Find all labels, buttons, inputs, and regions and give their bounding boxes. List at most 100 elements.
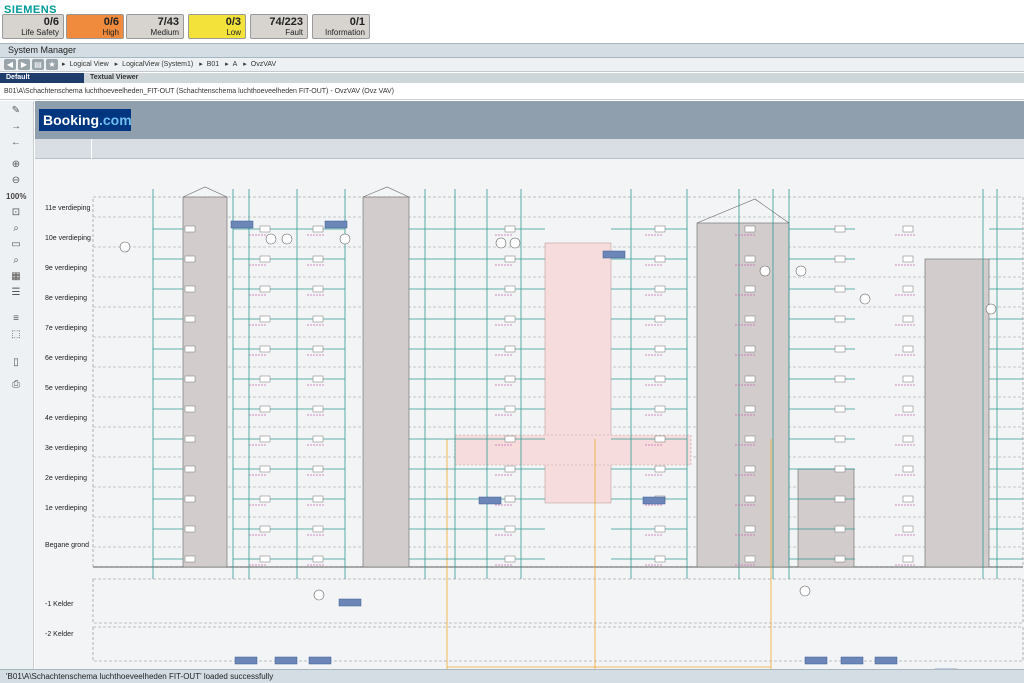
- tab-textual-viewer[interactable]: Textual Viewer: [90, 74, 139, 81]
- forward-icon[interactable]: ▶: [18, 59, 30, 70]
- fan-icon: [495, 237, 507, 249]
- tab-default[interactable]: Default: [0, 73, 84, 83]
- floor-label: 10e verdieping: [45, 235, 91, 242]
- lines-icon[interactable]: ≡: [13, 313, 19, 324]
- vav-tag: [804, 656, 828, 665]
- vav-box: [902, 405, 914, 413]
- breadcrumb-item[interactable]: B01: [206, 61, 220, 68]
- vav-box: [902, 555, 914, 563]
- vav-box: [259, 375, 271, 383]
- vav-box: [184, 555, 196, 563]
- vav-box: [902, 345, 914, 353]
- graphics-canvas[interactable]: Booking.com 11e verdieping 10e verdiepin…: [35, 101, 1024, 669]
- ventilation-schematic[interactable]: [35, 159, 1024, 669]
- vav-box: [312, 255, 324, 263]
- history-icon[interactable]: ▤: [32, 59, 44, 70]
- back-icon[interactable]: ◀: [4, 59, 16, 70]
- vav-box: [259, 525, 271, 533]
- atrium-block: [454, 434, 692, 466]
- breadcrumb-item[interactable]: OvzVAV: [250, 61, 277, 68]
- vav-box: [654, 375, 666, 383]
- vav-box: [259, 255, 271, 263]
- vav-box: [184, 345, 196, 353]
- vav-box: [834, 435, 846, 443]
- layers-icon[interactable]: ▦: [11, 271, 21, 282]
- vav-box: [312, 525, 324, 533]
- vav-box: [259, 315, 271, 323]
- vav-box: [744, 285, 756, 293]
- vav-box: [259, 405, 271, 413]
- vav-box: [184, 465, 196, 473]
- page-icon[interactable]: ▯: [13, 357, 19, 368]
- vav-box: [744, 495, 756, 503]
- zoom-in-icon[interactable]: ⊕: [11, 159, 21, 170]
- vav-box: [504, 555, 516, 563]
- vav-box: [504, 435, 516, 443]
- basement-1-outline: [92, 578, 1024, 624]
- alarm-life-safety[interactable]: 0/6 Life Safety: [2, 14, 64, 39]
- vav-box: [744, 375, 756, 383]
- floor-label: 1e verdieping: [45, 505, 88, 512]
- vav-box: [744, 225, 756, 233]
- alarm-fault[interactable]: 74/223 Fault: [250, 14, 308, 39]
- vav-box: [744, 555, 756, 563]
- vav-box: [504, 345, 516, 353]
- vav-tag: [234, 656, 258, 665]
- arrow-right-icon[interactable]: →: [11, 121, 21, 132]
- vav-box: [834, 315, 846, 323]
- fan-icon: [509, 237, 521, 249]
- search-icon[interactable]: ⌕: [13, 255, 19, 266]
- vav-box: [654, 225, 666, 233]
- vav-box: [654, 555, 666, 563]
- list-icon[interactable]: ☰: [11, 287, 21, 298]
- shaft-block: [797, 468, 855, 568]
- pen-icon[interactable]: ✎: [11, 105, 21, 116]
- vav-box: [259, 285, 271, 293]
- vav-box: [744, 255, 756, 263]
- booking-logo: Booking.com: [39, 109, 132, 131]
- fit-icon[interactable]: ⊡: [11, 207, 21, 218]
- graphic-icon[interactable]: ⬚: [11, 329, 21, 340]
- breadcrumb-item[interactable]: A: [232, 61, 238, 68]
- vav-box: [184, 435, 196, 443]
- status-bar: 'B01\A\Schachtenschema luchthoeveelheden…: [0, 669, 1024, 683]
- alarm-medium[interactable]: 7/43 Medium: [126, 14, 184, 39]
- favorite-star-icon[interactable]: ★: [46, 59, 58, 70]
- print-icon[interactable]: ⎙: [12, 379, 20, 390]
- fan-icon: [339, 233, 351, 245]
- floor-label: 6e verdieping: [45, 355, 88, 362]
- breadcrumb-item[interactable]: LogicalView (System1): [122, 61, 194, 68]
- fan-icon: [985, 303, 997, 315]
- arrow-left-icon[interactable]: ←: [11, 137, 21, 148]
- vav-box: [654, 255, 666, 263]
- zoom-level[interactable]: 100%: [6, 192, 27, 201]
- vav-tag: [338, 598, 362, 607]
- vav-box: [834, 405, 846, 413]
- vav-box: [312, 555, 324, 563]
- alarm-information[interactable]: 0/1 Information: [312, 14, 370, 39]
- shaft-block: [924, 258, 990, 568]
- fan-icon: [313, 589, 325, 601]
- vav-box: [834, 465, 846, 473]
- siemens-logo: SIEMENS: [4, 4, 58, 16]
- vav-box: [312, 375, 324, 383]
- vav-box: [184, 525, 196, 533]
- alarm-high[interactable]: 0/6 High: [66, 14, 124, 39]
- vav-box: [902, 465, 914, 473]
- floor-label: 4e verdieping: [45, 415, 88, 422]
- vav-box: [504, 285, 516, 293]
- zoom-out-icon[interactable]: ⊖: [11, 175, 21, 186]
- vav-box: [259, 495, 271, 503]
- vav-box: [504, 315, 516, 323]
- vav-box: [654, 315, 666, 323]
- breadcrumb: ▸Logical View ▸LogicalView (System1) ▸B0…: [62, 61, 277, 68]
- vav-box: [312, 285, 324, 293]
- zoom-area-icon[interactable]: ⌕: [13, 223, 19, 234]
- breadcrumb-item[interactable]: Logical View: [69, 61, 109, 68]
- shaft-block: [696, 222, 790, 568]
- vav-box: [184, 255, 196, 263]
- vav-box: [654, 435, 666, 443]
- frame-icon[interactable]: ▭: [11, 239, 21, 250]
- alarm-low[interactable]: 0/3 Low: [188, 14, 246, 39]
